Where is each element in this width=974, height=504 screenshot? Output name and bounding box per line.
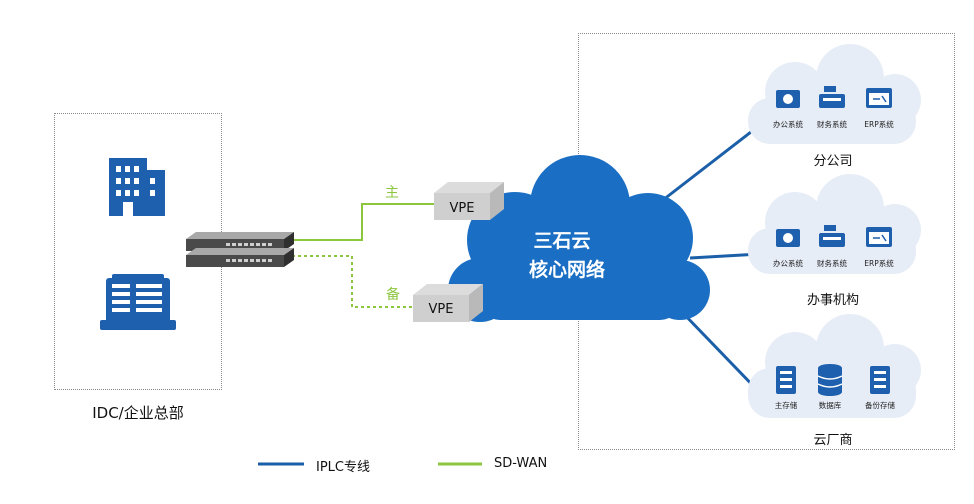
backup-storage-icon bbox=[870, 366, 890, 394]
branch-item-finance: 财务系统 bbox=[817, 120, 847, 129]
database-icon bbox=[817, 364, 843, 396]
router-appliance-icon bbox=[186, 232, 294, 267]
branch-caption: 分公司 bbox=[813, 154, 853, 169]
backup-link-line bbox=[292, 255, 414, 308]
erp-system-icon bbox=[866, 227, 892, 247]
primary-link-label: 主 bbox=[385, 185, 399, 201]
cloud-vendor-item-primary: 主存储 bbox=[774, 401, 798, 410]
office-item-erp: ERP系统 bbox=[864, 259, 894, 268]
branch-item-erp: ERP系统 bbox=[864, 120, 894, 129]
core-network-line1: 三石云 bbox=[533, 230, 590, 252]
link-core-branch bbox=[649, 123, 761, 212]
office-system-icon bbox=[776, 229, 800, 247]
cloud-vendor-item-backup: 备份存储 bbox=[865, 401, 895, 410]
vpe-top-label: VPE bbox=[450, 201, 475, 216]
vpe-bottom-label: VPE bbox=[429, 302, 454, 317]
office-item-finance: 财务系统 bbox=[817, 259, 847, 268]
hq-caption: IDC/企业总部 bbox=[92, 404, 184, 422]
finance-system-icon bbox=[819, 86, 845, 108]
office-system-icon bbox=[776, 90, 800, 108]
link-core-cloud-vendor bbox=[678, 308, 764, 397]
branch-item-office: 办公系统 bbox=[773, 120, 803, 129]
server-rack-icon bbox=[100, 274, 176, 330]
vpe-bottom-box bbox=[413, 284, 483, 322]
primary-storage-icon bbox=[776, 366, 796, 394]
cloud-vendor-caption: 云厂商 bbox=[813, 433, 853, 448]
legend-iplc-label: IPLC专线 bbox=[316, 460, 370, 475]
backup-link-label: 备 bbox=[386, 286, 400, 303]
core-network-line2: 核心网络 bbox=[529, 258, 605, 281]
legend-sdwan-label: SD-WAN bbox=[494, 456, 548, 471]
primary-link-line bbox=[292, 203, 436, 241]
cloud-vendor-item-database: 数据库 bbox=[818, 401, 842, 410]
finance-system-icon bbox=[819, 225, 845, 247]
office-item-office: 办公系统 bbox=[773, 259, 803, 268]
office-caption: 办事机构 bbox=[806, 293, 859, 308]
office-building-icon bbox=[109, 158, 165, 216]
erp-system-icon bbox=[866, 88, 892, 108]
vpe-top-box bbox=[434, 182, 504, 220]
